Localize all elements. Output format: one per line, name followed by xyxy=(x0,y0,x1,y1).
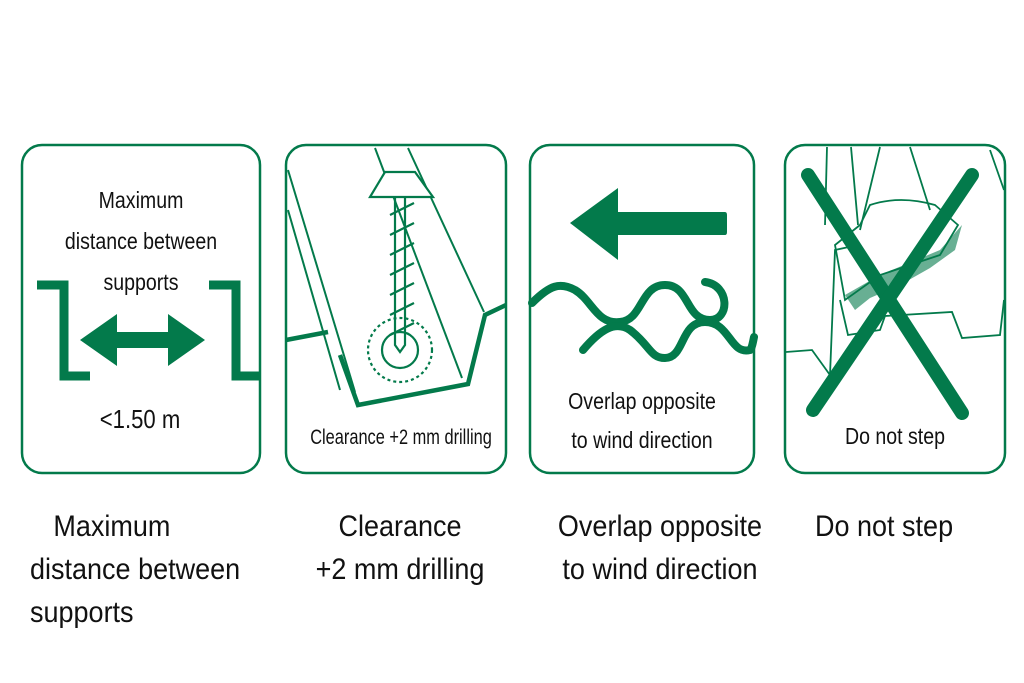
panel-wind xyxy=(528,143,758,475)
label-line: Overlap opposite xyxy=(568,388,716,414)
caption-line: to wind direction xyxy=(562,553,758,586)
label-line: to wind direction xyxy=(571,427,713,453)
label-line: Maximum xyxy=(98,187,184,213)
cross-icon xyxy=(801,168,979,420)
caption-line: Do not step xyxy=(815,510,954,543)
waves-icon xyxy=(528,278,758,363)
roof-trough-outline xyxy=(285,302,507,408)
max-distance-value: <1.50 m xyxy=(99,404,181,434)
panel-drilling xyxy=(284,143,508,475)
caption-no-step: Do not step xyxy=(815,505,953,548)
caption-line: Clearance xyxy=(338,510,462,543)
label-line: distance between xyxy=(64,228,218,254)
caption-line: Overlap opposite xyxy=(557,510,763,543)
panel-frame xyxy=(284,143,508,475)
screw-icon xyxy=(366,170,436,384)
caption-line: +2 mm drilling xyxy=(315,553,485,586)
panel-3-label: Overlap opposite to wind direction xyxy=(547,382,737,460)
panel-frame xyxy=(528,143,756,475)
panel-4-label: Do not step xyxy=(844,423,945,449)
caption-line: supports xyxy=(30,596,134,629)
panel-distance xyxy=(20,143,262,475)
panel-no-step xyxy=(783,143,1007,475)
wind-arrow-icon xyxy=(570,188,727,260)
panel-2-label: Clearance +2 mm drilling xyxy=(310,426,492,449)
caption-distance: Maximum distance between supports xyxy=(30,505,240,634)
caption-wind: Overlap opposite to wind direction xyxy=(543,505,777,591)
support-bracket-icon xyxy=(37,280,260,381)
panel-1-label: Maximum distance between supports xyxy=(40,180,242,303)
caption-line: distance between xyxy=(30,553,241,586)
caption-line: Maximum xyxy=(53,510,171,543)
label-line: supports xyxy=(103,269,179,295)
double-arrow-icon xyxy=(80,314,205,366)
caption-drilling: Clearance +2 mm drilling xyxy=(301,505,499,591)
panel-frame xyxy=(783,143,1007,475)
panel-frame xyxy=(20,143,262,475)
